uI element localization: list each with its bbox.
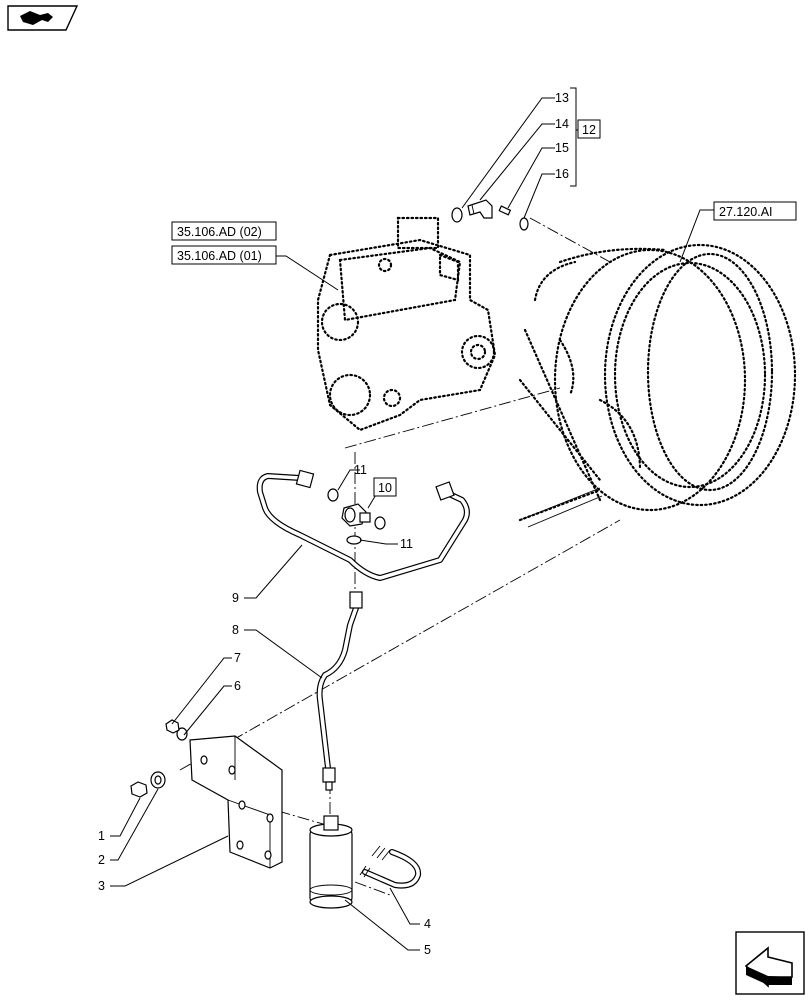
fitting-14-elbow (467, 199, 493, 219)
u-bolt-4 (359, 845, 422, 889)
pipe-9 (256, 469, 470, 581)
ref-pump-02-label: 35.106.AD (02) (177, 225, 262, 239)
nut-7 (165, 719, 180, 734)
o-ring-11-lower (346, 535, 362, 545)
ref-12-label: 12 (582, 123, 596, 137)
view-orientation-icon[interactable] (7, 5, 79, 31)
o-ring-11-upper (327, 488, 339, 502)
hydraulic-pump (316, 216, 497, 432)
callout-4: 4 (424, 917, 431, 931)
pipe-8 (316, 591, 363, 791)
axle-housing (518, 243, 797, 528)
ref-pump-01-label: 35.106.AD (01) (177, 249, 262, 263)
nut-1 (130, 781, 148, 798)
tee-fitting-10 (341, 503, 371, 527)
accumulator-5 (309, 815, 353, 909)
callout-15: 15 (555, 141, 569, 155)
callout-1: 1 (98, 829, 105, 843)
ref-box-12[interactable]: 12 (577, 119, 601, 139)
ref-box-pump-02[interactable]: 35.106.AD (02) (171, 221, 277, 241)
callout-6: 6 (234, 679, 241, 693)
fitting-15-pin (498, 205, 512, 216)
ref-box-pump-01[interactable]: 35.106.AD (01) (171, 245, 277, 265)
ref-axle-label: 27.120.AI (719, 205, 773, 219)
leader-lines (110, 87, 714, 951)
callout-13: 13 (555, 91, 569, 105)
callout-14: 14 (555, 117, 569, 131)
washer-6 (176, 727, 188, 741)
fitting-16-ring (519, 217, 529, 231)
callout-labels: 1 2 3 4 5 6 7 8 9 11 11 13 14 15 16 (98, 91, 569, 957)
callout-9: 9 (232, 591, 239, 605)
callout-5: 5 (424, 943, 431, 957)
callout-11-upper: 11 (354, 463, 367, 477)
callout-2: 2 (98, 853, 105, 867)
ref-box-axle[interactable]: 27.120.AI (713, 201, 797, 221)
o-ring-11-right (374, 516, 386, 530)
ref-10-label: 10 (378, 481, 392, 495)
bracket-3 (189, 735, 283, 869)
next-page-arrow-icon[interactable] (735, 931, 805, 995)
callout-16: 16 (555, 167, 569, 181)
callout-3: 3 (98, 879, 105, 893)
ref-box-10[interactable]: 10 (373, 477, 397, 497)
fitting-13-seal (451, 207, 463, 223)
callout-8: 8 (232, 623, 239, 637)
callout-7: 7 (234, 651, 241, 665)
washer-2 (150, 771, 166, 789)
callout-11-lower: 11 (400, 537, 413, 551)
